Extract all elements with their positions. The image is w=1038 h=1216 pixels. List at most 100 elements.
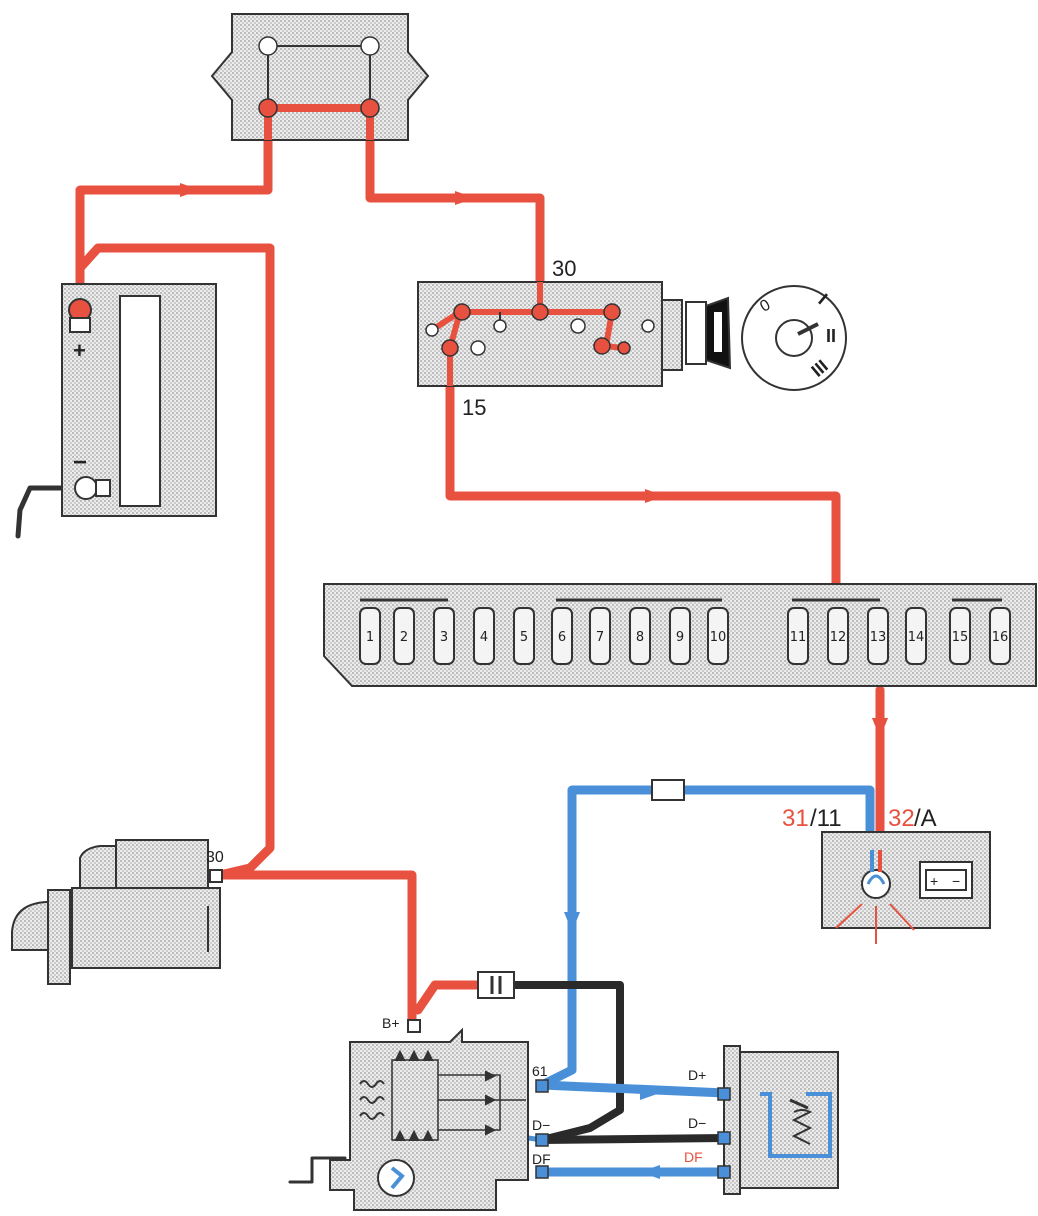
battery-symbol-icon: + − bbox=[919, 861, 973, 899]
fuse-16: 16 bbox=[989, 607, 1011, 665]
battery: + − bbox=[61, 283, 217, 517]
ignition-key-icon bbox=[685, 296, 732, 370]
wire-starter-to-alternator bbox=[215, 870, 417, 1025]
wire-bplus-branch bbox=[413, 980, 483, 1015]
ign-node-1 bbox=[453, 303, 471, 321]
battery-minus-label: − bbox=[73, 449, 87, 476]
ign-pos-2-label: II bbox=[826, 326, 836, 346]
inline-connector bbox=[477, 971, 515, 999]
blue-wire-connector bbox=[651, 779, 685, 801]
starter-terminal-30-label: 30 bbox=[206, 849, 224, 866]
terminal-11-label: /11 bbox=[810, 805, 842, 832]
fuse-label: 7 bbox=[596, 630, 604, 645]
arrow-red-4 bbox=[872, 718, 888, 738]
fuse-1: 1 bbox=[359, 607, 381, 665]
fuse-4: 4 bbox=[473, 607, 495, 665]
fuse-7: 7 bbox=[589, 607, 611, 665]
fuse-label: 14 bbox=[908, 630, 925, 645]
fuse-label: 4 bbox=[480, 630, 488, 645]
terminal-32-label: 32 bbox=[888, 805, 915, 832]
ign-node-8 bbox=[493, 319, 507, 333]
fuse-label: 1 bbox=[366, 630, 374, 645]
arrow-red-1 bbox=[180, 183, 200, 197]
fuse-label: 11 bbox=[790, 630, 807, 645]
fuse-label: 16 bbox=[992, 630, 1009, 645]
warning-bulb-icon bbox=[861, 869, 891, 899]
lamp-light-rays bbox=[835, 903, 915, 944]
fuse-label: 5 bbox=[520, 630, 528, 645]
junction-terminal-2 bbox=[360, 36, 380, 56]
fuse-label: 6 bbox=[558, 630, 566, 645]
fuse-2: 2 bbox=[393, 607, 415, 665]
flow-arrows bbox=[180, 183, 888, 1179]
ign-node-5 bbox=[593, 337, 611, 355]
reg-dplus-label: D+ bbox=[688, 1067, 706, 1083]
reg-df-label: DF bbox=[684, 1149, 703, 1165]
wire-battery-to-starter bbox=[75, 243, 275, 880]
wire-alt-ground bbox=[288, 1156, 347, 1184]
fuse-label: 15 bbox=[952, 630, 969, 645]
ign-node-4 bbox=[441, 339, 459, 357]
ign-node-9 bbox=[570, 318, 586, 334]
stator-coils-icon bbox=[359, 1080, 385, 1120]
charge-warning-lamp: + − 31 /11 32 /A bbox=[782, 805, 991, 944]
ign-node-7 bbox=[425, 323, 439, 337]
arrow-red-3 bbox=[645, 489, 665, 503]
arrow-blue-1 bbox=[564, 912, 580, 932]
battery-plus-label: + bbox=[73, 338, 86, 363]
fuse-15: 15 bbox=[949, 607, 971, 665]
wire-battery-ground bbox=[15, 485, 78, 539]
ign-node-2 bbox=[531, 303, 549, 321]
regulator-relay-coil-icon bbox=[760, 1092, 832, 1158]
fuse-label: 3 bbox=[440, 630, 448, 645]
ign-node-6 bbox=[617, 341, 631, 355]
starter-motor: 30 bbox=[11, 839, 224, 985]
wire-ground-black bbox=[511, 981, 624, 1144]
terminal-15-label: 15 bbox=[462, 395, 486, 420]
svg-text:−: − bbox=[952, 873, 960, 889]
fuse-label: 2 bbox=[400, 630, 408, 645]
alt-df-label: DF bbox=[532, 1151, 551, 1167]
alt-dminus-label: D− bbox=[532, 1117, 550, 1133]
alt-61-label: 61 bbox=[532, 1063, 548, 1079]
arrow-red-2 bbox=[455, 191, 475, 205]
wire-ignition-to-fusebox bbox=[445, 380, 841, 595]
battery-negative-terminal bbox=[74, 476, 98, 500]
svg-text:+: + bbox=[930, 873, 938, 889]
fuse-8: 8 bbox=[629, 607, 651, 665]
fuse-label: 10 bbox=[710, 630, 727, 645]
top-junction-block bbox=[210, 13, 430, 141]
fuse-label: 8 bbox=[636, 630, 644, 645]
fuse-10: 10 bbox=[707, 607, 729, 665]
fuse-label: 13 bbox=[870, 630, 887, 645]
terminal-31-label: 31 bbox=[782, 805, 809, 832]
wire-lamp-to-alternator bbox=[537, 785, 875, 1090]
fuse-label: 9 bbox=[676, 630, 684, 645]
fuse-12: 12 bbox=[827, 607, 849, 665]
wire-61-to-dplus bbox=[537, 1080, 730, 1098]
arrow-blue-2 bbox=[640, 1086, 660, 1100]
ignition-switch: 30 15 bbox=[417, 256, 732, 420]
fuse-11: 11 bbox=[787, 607, 809, 665]
terminal-30-label: 30 bbox=[552, 256, 576, 281]
wire-dminus-to-dminus bbox=[538, 1134, 729, 1144]
fuse-3: 3 bbox=[433, 607, 455, 665]
voltage-regulator: D+ D− DF bbox=[684, 1045, 839, 1195]
fuse-13: 13 bbox=[867, 607, 889, 665]
fuse-5: 5 bbox=[513, 607, 535, 665]
ignition-position-dial: 0 I II III bbox=[741, 285, 847, 391]
fuse-9: 9 bbox=[669, 607, 691, 665]
wire-connector-to-ignition bbox=[365, 135, 545, 287]
wire-connector-to-battery bbox=[75, 135, 273, 305]
alternator: B+ 61 D− DF bbox=[329, 1015, 551, 1211]
alt-bplus-label: B+ bbox=[382, 1015, 400, 1031]
arrow-blue-3 bbox=[640, 1165, 660, 1179]
fuse-6: 6 bbox=[551, 607, 573, 665]
reg-dminus-label: D− bbox=[688, 1115, 706, 1131]
junction-terminal-3 bbox=[258, 98, 278, 118]
terminal-A-label: /A bbox=[914, 805, 937, 832]
rotor-field-icon bbox=[377, 1159, 415, 1197]
rectifier-bridge bbox=[391, 1049, 526, 1141]
